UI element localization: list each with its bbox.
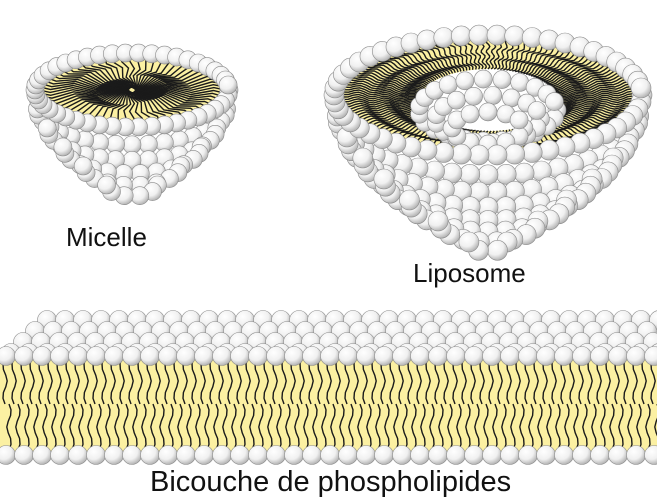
liposome [324,25,652,260]
micelle [26,44,238,205]
bilayer-bottom-heads [0,446,657,465]
bilayer-label: Bicouche de phospholipides [150,466,511,499]
phospholipid-bilayer [0,311,657,465]
bilayer-top-edge-heads [0,347,657,366]
micelle-label: Micelle [66,222,147,253]
liposome-label: Liposome [413,258,526,289]
